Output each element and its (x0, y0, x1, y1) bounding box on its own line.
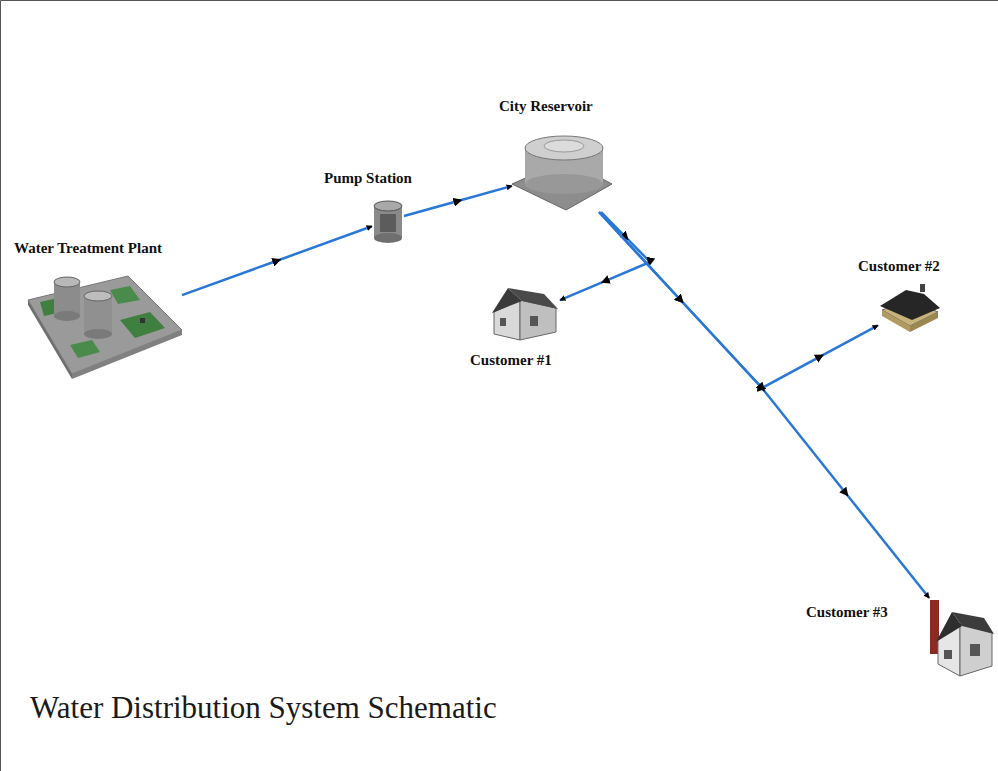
pipe-connector (404, 186, 512, 216)
node-label: Water Treatment Plant (14, 240, 162, 257)
house-icon (880, 284, 940, 332)
node-label: Pump Station (324, 170, 412, 187)
facility-node: Customer #3 (928, 598, 994, 678)
node-label: Customer #3 (806, 604, 888, 621)
diagram-title: Water Distribution System Schematic (30, 690, 497, 726)
node-label: Customer #1 (470, 352, 552, 369)
treatment-plant-icon (28, 276, 182, 379)
pipe-connector (560, 212, 650, 300)
facility-node: City Reservoir (512, 132, 612, 212)
house-icon (930, 600, 994, 676)
node-label: Customer #2 (858, 258, 940, 275)
facility-node: Customer #2 (878, 282, 942, 334)
facility-node: Water Treatment Plant (28, 270, 182, 376)
house-icon (492, 288, 558, 340)
reservoir-icon (512, 136, 612, 210)
facility-node: Customer #1 (490, 286, 560, 344)
pump-station-icon (374, 201, 402, 243)
pipe-connector (182, 226, 372, 295)
node-label: City Reservoir (499, 98, 593, 115)
facility-node: Pump Station (372, 198, 404, 243)
